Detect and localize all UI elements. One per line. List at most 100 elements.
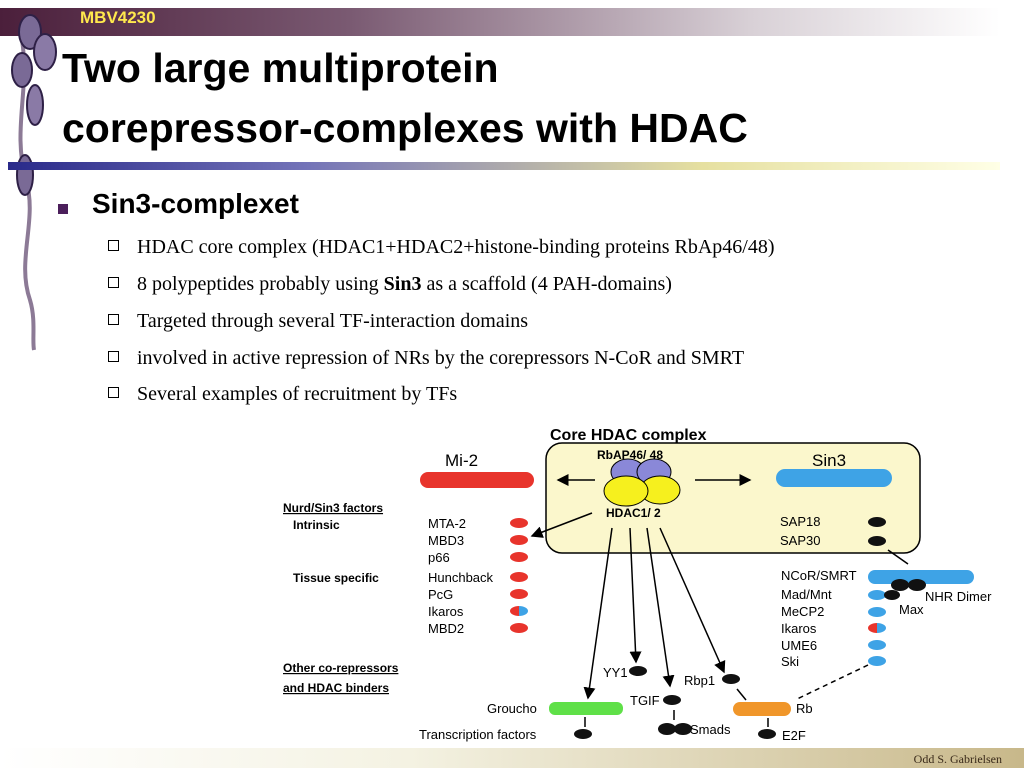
slide-title: Two large multiprotein corepressor-compl… — [62, 38, 748, 158]
nhr-dimer-dot — [908, 579, 926, 591]
subbullet-1: HDAC core complex (HDAC1+HDAC2+histone-b… — [108, 236, 775, 259]
mi2-bar — [420, 472, 534, 488]
arrow-to-yy1 — [629, 527, 642, 664]
left-factor-label: PcG — [428, 587, 453, 602]
other-heading-1: Other co-repressors — [283, 661, 399, 675]
left-factor-dot — [519, 606, 528, 616]
intrinsic-label: Intrinsic — [293, 518, 340, 532]
subbullet-2-pre: 8 polypeptides probably using — [137, 273, 384, 295]
left-factor-dot — [510, 606, 519, 616]
left-factor-dot — [510, 589, 528, 599]
hollow-square-icon — [108, 314, 119, 325]
e2f-dot — [758, 729, 776, 739]
left-factor-label: Ikaros — [428, 604, 464, 619]
right-factor-dot — [868, 607, 886, 617]
subbullet-4-text: involved in active repression of NRs by … — [137, 347, 745, 369]
yy1-dot — [629, 666, 647, 676]
sin3-bar — [776, 469, 892, 487]
vine-decoration — [11, 14, 57, 351]
rbp1-label: Rbp1 — [684, 673, 715, 688]
left-factor-label: p66 — [428, 550, 450, 565]
right-factor-label: Ski — [781, 654, 799, 669]
max-label: Max — [899, 602, 924, 617]
right-factor-label: MeCP2 — [781, 604, 824, 619]
hollow-square-icon — [108, 387, 119, 398]
rb-bar — [733, 702, 791, 716]
mi2-label: Mi-2 — [445, 451, 478, 470]
tissue-specific-label: Tissue specific — [293, 571, 379, 585]
tgif-label: TGIF — [630, 693, 660, 708]
smads-dot — [658, 723, 676, 735]
other-heading-2: and HDAC binders — [283, 681, 389, 695]
subbullet-2-post: as a scaffold (4 PAH-domains) — [421, 273, 672, 295]
arrow-to-rbp1 — [659, 527, 726, 674]
rbp1-dot — [722, 674, 740, 684]
sin3-to-ncor-line — [887, 549, 909, 565]
left-factor-label: MTA-2 — [428, 516, 466, 531]
left-factor-dot — [510, 518, 528, 528]
ncor-rb-dashed-link — [794, 664, 869, 701]
sap30-label: SAP30 — [780, 533, 820, 548]
title-underline — [8, 162, 1000, 170]
nhr-dimer-dot — [891, 579, 909, 591]
bullet-sin3: Sin3-complexet — [92, 188, 299, 219]
left-factor-label: MBD3 — [428, 533, 464, 548]
hollow-square-icon — [108, 277, 119, 288]
yy1-label: YY1 — [603, 665, 628, 680]
nurd-heading: Nurd/Sin3 factors — [283, 501, 383, 515]
sap30-dot — [868, 536, 886, 546]
subbullet-3: Targeted through several TF-interaction … — [108, 310, 528, 333]
right-factor-dot — [868, 623, 877, 633]
subbullet-4: involved in active repression of NRs by … — [108, 347, 744, 370]
bullet-square-icon — [58, 204, 68, 214]
rbp1-rb-link — [736, 688, 747, 701]
title-line-2: corepressor-complexes with HDAC — [62, 105, 748, 151]
left-factor-dot — [510, 552, 528, 562]
tgif-dot — [663, 695, 681, 705]
tf-label: Transcription factors — [419, 727, 537, 742]
author-label: Odd S. Gabrielsen — [913, 752, 1002, 766]
sap18-label: SAP18 — [780, 514, 820, 529]
right-factor-dot — [884, 590, 900, 600]
e2f-label: E2F — [782, 728, 806, 743]
sap18-dot — [868, 517, 886, 527]
arrow-to-groucho — [583, 527, 613, 700]
rbap-label: RbAP46/ 48 — [597, 448, 663, 462]
hdac-subunit — [603, 475, 649, 507]
subbullet-1-text: HDAC core complex (HDAC1+HDAC2+histone-b… — [137, 236, 775, 258]
right-factor-dot — [868, 656, 886, 666]
left-factor-dot — [510, 535, 528, 545]
left-factor-label: MBD2 — [428, 621, 464, 636]
left-factor-list: MTA-2 MBD3 p66 Hunchback PcG Ikaros MBD2 — [428, 516, 528, 636]
subbullet-5-text: Several examples of recruitment by TFs — [137, 383, 458, 405]
right-factor-label: UME6 — [781, 638, 817, 653]
hollow-square-icon — [108, 240, 119, 251]
left-factor-dot — [510, 572, 528, 582]
left-factor-label: Hunchback — [428, 570, 494, 585]
sin3-label: Sin3 — [812, 451, 846, 470]
nhr-label: NHR Dimer — [925, 589, 992, 604]
right-factor-dot — [868, 640, 886, 650]
ncor-label: NCoR/SMRT — [781, 568, 857, 583]
subbullet-5: Several examples of recruitment by TFs — [108, 383, 457, 406]
subbullet-3-text: Targeted through several TF-interaction … — [137, 310, 529, 332]
subbullet-2-bold: Sin3 — [383, 273, 422, 295]
right-factor-label: Ikaros — [781, 621, 817, 636]
hollow-square-icon — [108, 351, 119, 362]
footer-bar — [0, 748, 1024, 768]
groucho-label: Groucho — [487, 701, 537, 716]
right-factor-dot — [877, 623, 886, 633]
groucho-bar — [549, 702, 623, 715]
smads-dot — [674, 723, 692, 735]
right-factor-dot — [868, 590, 886, 600]
hdac-label: HDAC1/ 2 — [606, 506, 661, 520]
smads-label: Smads — [690, 722, 731, 737]
subbullet-2: 8 polypeptides probably using Sin3 as a … — [108, 273, 672, 296]
left-factor-dot — [510, 623, 528, 633]
arrow-core-to-left-factors — [530, 512, 593, 538]
rb-label: Rb — [796, 701, 813, 716]
tf-dot — [574, 729, 592, 739]
header-bar — [0, 8, 1000, 36]
arrow-to-tgif — [646, 527, 675, 688]
course-label: MBV4230 — [80, 8, 156, 27]
